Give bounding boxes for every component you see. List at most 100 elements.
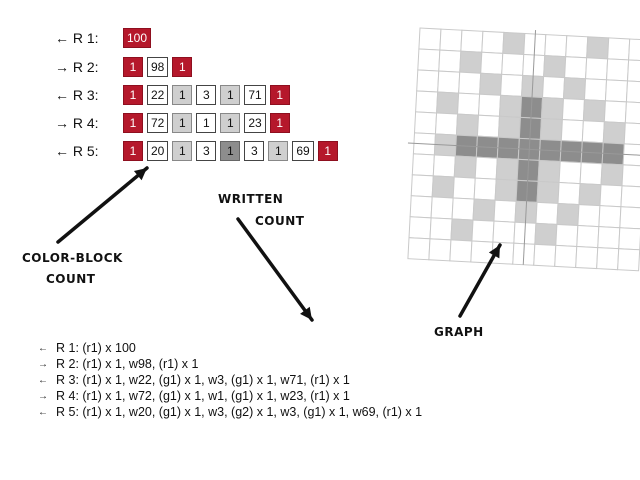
count-cell-w: 23 [244, 113, 266, 133]
direction-arrow-icon: → [38, 358, 48, 370]
written-callout-line2: COUNT [255, 214, 305, 228]
count-cell-w: 69 [292, 141, 314, 161]
callout-arrows [56, 166, 502, 322]
graph-cell [585, 57, 609, 81]
count-cell-w: 3 [196, 141, 217, 161]
written-row: →R 2: (r1) x 1, w98, (r1) x 1 [38, 356, 422, 372]
count-cell-w: 71 [244, 85, 266, 105]
graph-cell [457, 92, 481, 116]
written-count-list: ← R 1: (r1) x 100→R 2: (r1) x 1, w98, (r1… [38, 340, 422, 420]
written-arrow-shaft [236, 217, 314, 322]
direction-arrow-icon: ← [38, 342, 48, 354]
graph-cell [474, 156, 498, 180]
graph-cell [624, 101, 640, 125]
written-row: →R 4: (r1) x 1, w72, (g1) x 1, w1, (g1) … [38, 388, 422, 404]
graph-cell [581, 120, 605, 144]
graph-cell [578, 183, 602, 207]
graph-cell [415, 90, 439, 114]
graph-cell [479, 72, 503, 96]
graph-cell [586, 36, 610, 60]
graph-cell [544, 34, 568, 58]
graph-cell [438, 49, 462, 73]
row-cells: 100 [123, 28, 152, 48]
count-cell-w: 20 [147, 141, 169, 161]
graph-cell [411, 153, 435, 177]
graph-cell [583, 78, 608, 102]
graph-cell [477, 93, 502, 117]
count-cell-g1: 1 [172, 85, 193, 105]
graph-cell [471, 219, 495, 243]
graph-cell [557, 181, 581, 206]
graph-arrow-shaft [458, 243, 502, 318]
graph-cell [617, 248, 640, 272]
graph-cell [493, 199, 517, 223]
count-cell-g2: 1 [220, 141, 241, 161]
graph-cell [492, 220, 516, 244]
count-cell-r1: 100 [123, 28, 152, 48]
direction-arrow-icon: → [38, 390, 48, 402]
graph-cell [543, 55, 567, 79]
graph-cell [428, 238, 452, 262]
graph-cell [494, 178, 518, 202]
count-cell-r1: 1 [269, 85, 290, 105]
written-arrow-head [300, 306, 312, 320]
graph-cell [542, 76, 566, 100]
graph-cell [409, 195, 433, 219]
graph-cell [620, 185, 640, 209]
count-cell-w: 22 [147, 85, 169, 105]
graph-grid [407, 27, 640, 272]
graph-cell [604, 79, 629, 103]
count-cell-w: 3 [244, 141, 265, 161]
graph-cell [413, 111, 438, 135]
graph-cell [579, 162, 603, 186]
graph-cell [429, 217, 453, 241]
count-cell-w: 3 [196, 85, 217, 105]
count-cell-w: 72 [147, 113, 169, 133]
graph-cell [575, 245, 599, 270]
graph-cell [603, 100, 627, 124]
graph-cell [537, 159, 561, 184]
graph-cell [555, 223, 579, 248]
graph-cell [407, 237, 431, 261]
graph-cell [455, 113, 480, 137]
graph-cell [449, 239, 473, 263]
count-cell-w: 98 [147, 57, 169, 77]
graph-cell [554, 244, 578, 269]
graph-center-vertical-line [522, 30, 537, 265]
graph-cell [540, 96, 565, 121]
count-cell-g1: 1 [172, 113, 193, 133]
graph-cell [430, 196, 454, 220]
graph-cell [480, 51, 504, 75]
graph-cell [576, 225, 600, 249]
written-row-text: R 1: (r1) x 100 [56, 341, 136, 355]
color-block-arrow-shaft [56, 166, 149, 244]
graph-cell [582, 99, 606, 123]
count-cell-r1: 1 [123, 85, 143, 105]
count-cell-r1: 1 [172, 57, 193, 77]
graph-center-horizontal-line [407, 142, 640, 156]
graph-cell [621, 164, 640, 188]
graph-cell [417, 48, 441, 72]
graph-cell [472, 198, 496, 222]
graph-cell [501, 52, 525, 76]
graph-cell [500, 73, 524, 97]
graph-cell [600, 163, 624, 187]
graph-cell [597, 226, 621, 250]
graph-cell [561, 98, 585, 122]
graph-cell [450, 218, 474, 242]
row-label: → R 4: [55, 115, 99, 131]
count-cell-g1: 1 [172, 141, 193, 161]
graph-cell [416, 69, 440, 93]
count-cell-w: 1 [196, 113, 217, 133]
graph-cell [596, 247, 620, 271]
graph-cell [577, 204, 601, 228]
graph-cell [497, 115, 521, 139]
graph-cell [481, 30, 505, 54]
graph-cell [459, 50, 483, 74]
color-block-row: ← R 1:100 [55, 28, 152, 48]
graph-cell [562, 77, 587, 101]
